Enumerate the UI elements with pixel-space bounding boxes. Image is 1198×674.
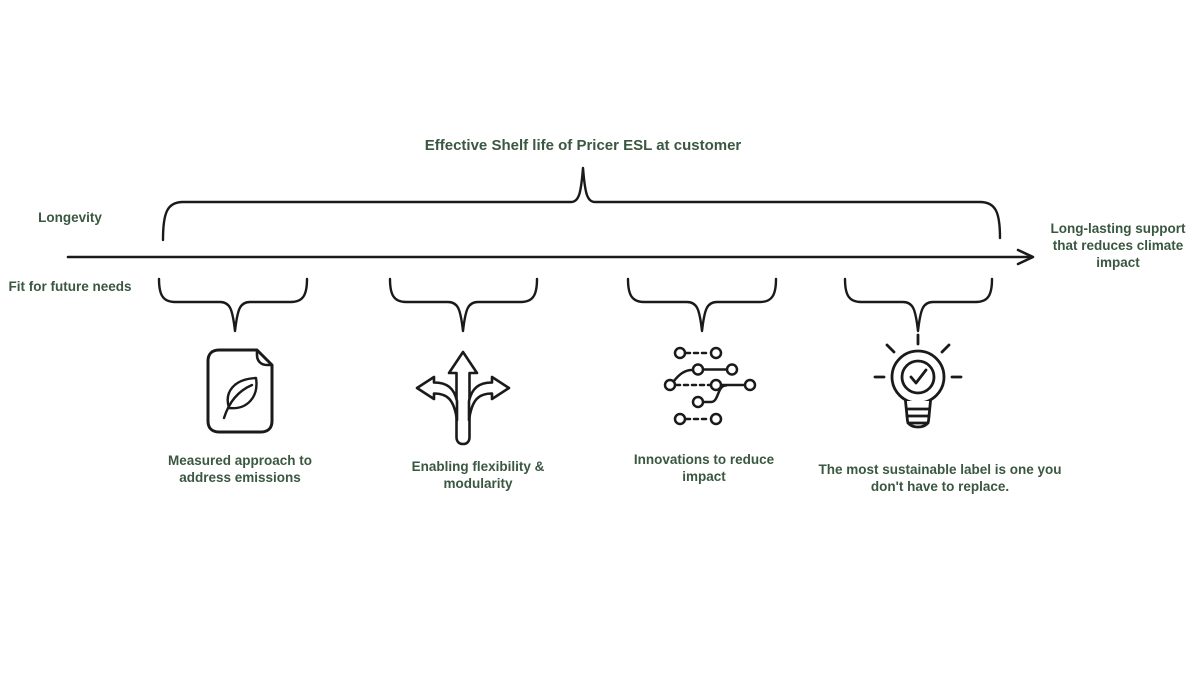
group-brace-3 xyxy=(626,277,778,333)
network-nodes-icon xyxy=(663,346,757,426)
timeline-arrow xyxy=(66,248,1035,266)
lightbulb-check-icon xyxy=(873,333,963,429)
axis-label-fit-for-future-needs: Fit for future needs xyxy=(8,279,132,294)
item-label-sustainable-label: The most sustainable label is one you do… xyxy=(818,462,1062,494)
diagram-title: Effective Shelf life of Pricer ESL at cu… xyxy=(424,137,742,154)
axis-label-longevity: Longevity xyxy=(38,210,102,225)
leaf-document-icon xyxy=(206,348,274,434)
axis-label-long-lasting-support: Long-lasting support that reduces climat… xyxy=(1050,221,1186,270)
group-brace-1 xyxy=(157,277,309,333)
item-label-measured-approach: Measured approach to address emissions xyxy=(167,453,313,485)
item-label-flexibility-modularity: Enabling flexibility & modularity xyxy=(411,459,545,491)
group-brace-2 xyxy=(388,277,539,333)
branching-arrows-icon xyxy=(415,350,511,446)
item-label-innovations: Innovations to reduce impact xyxy=(633,452,775,484)
group-brace-4 xyxy=(843,277,994,333)
top-span-brace xyxy=(161,166,1002,242)
